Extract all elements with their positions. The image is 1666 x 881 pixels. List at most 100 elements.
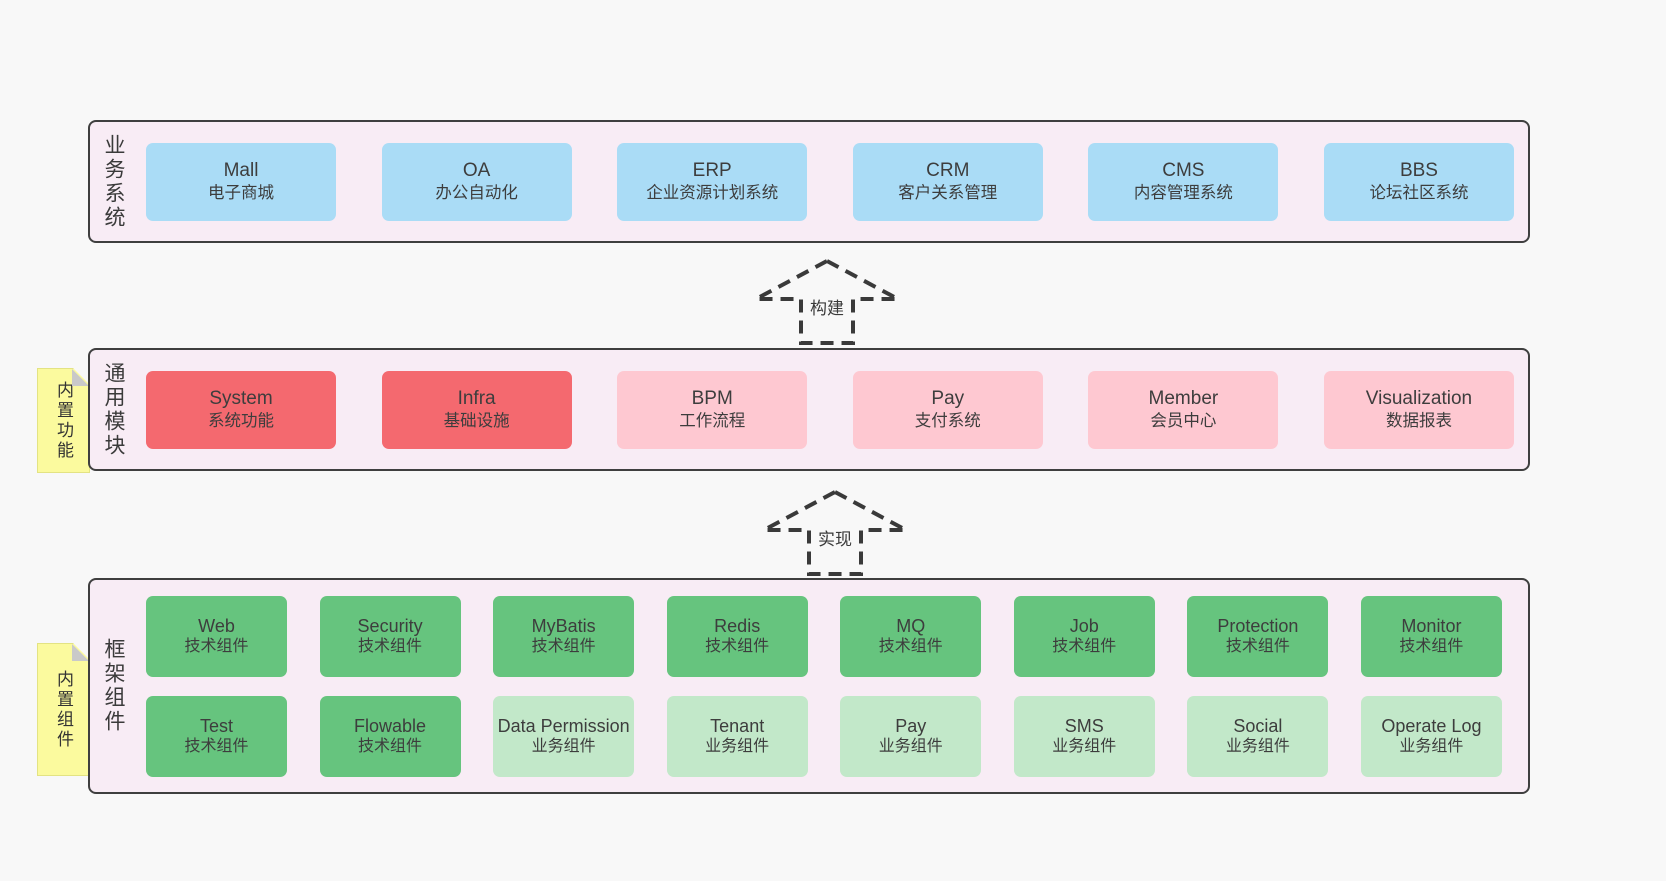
box-subtitle: 论坛社区系统 <box>1369 184 1469 203</box>
box-data-permission: Data Permission 业务组件 <box>493 695 635 777</box>
box-sms: SMS 业务组件 <box>1013 695 1155 777</box>
arrow-implement: 实现 <box>760 488 910 578</box>
box-subtitle: 业务组件 <box>1225 738 1290 756</box>
box-oa: OA 办公自动化 <box>381 142 572 221</box>
box-cms: CMS 内容管理系统 <box>1088 142 1279 221</box>
box-title: ERP <box>692 160 732 182</box>
arrow-implement-label: 实现 <box>813 524 857 551</box>
box-mq: MQ 技术组件 <box>840 595 982 677</box>
box-title: Pay <box>931 388 965 410</box>
box-subtitle: 内容管理系统 <box>1133 184 1233 203</box>
box-title: Infra <box>457 388 496 410</box>
box-security: Security 技术组件 <box>319 595 461 677</box>
box-subtitle: 客户关系管理 <box>898 184 998 203</box>
box-subtitle: 企业资源计划系统 <box>646 184 779 203</box>
component-row-2: Test 技术组件 Flowable 技术组件 Data Permission … <box>146 695 1502 777</box>
box-title: Web <box>198 615 235 636</box>
dashed-up-arrow-icon <box>763 489 907 576</box>
box-subtitle: 技术组件 <box>878 638 943 656</box>
box-crm: CRM 客户关系管理 <box>852 142 1043 221</box>
box-title: Test <box>199 715 233 736</box>
box-subtitle: 电子商城 <box>208 184 274 203</box>
box-subtitle: 技术组件 <box>358 638 423 656</box>
box-title: Social <box>1233 715 1283 736</box>
box-monitor: Monitor 技术组件 <box>1360 595 1502 677</box>
box-web: Web 技术组件 <box>146 595 287 677</box>
band-label-business-systems: 业务系统 <box>102 133 125 230</box>
box-title: SMS <box>1064 715 1104 736</box>
box-subtitle: 业务组件 <box>705 738 770 756</box>
box-job: Job 技术组件 <box>1013 595 1155 677</box>
box-subtitle: 业务组件 <box>1399 738 1464 756</box>
dashed-up-arrow-icon <box>755 258 899 345</box>
box-pay-module: Pay 支付系统 <box>852 370 1043 449</box>
box-flowable: Flowable 技术组件 <box>319 695 461 777</box>
box-subtitle: 技术组件 <box>358 738 423 756</box>
folded-corner-icon <box>72 644 89 661</box>
box-title: CMS <box>1162 160 1205 182</box>
box-member: Member 会员中心 <box>1088 370 1279 449</box>
module-boxes: System 系统功能 Infra 基础设施 BPM 工作流程 Pay 支付系统… <box>136 350 1528 469</box>
box-subtitle: 工作流程 <box>679 412 746 431</box>
box-title: CRM <box>926 160 970 182</box>
business-boxes: Mall 电子商城 OA 办公自动化 ERP 企业资源计划系统 CRM 客户关系… <box>136 122 1528 241</box>
box-subtitle: 业务组件 <box>531 738 596 756</box>
box-title: Flowable <box>354 715 427 736</box>
box-title: Data Permission <box>497 715 630 736</box>
box-title: Member <box>1148 388 1219 410</box>
box-title: MQ <box>896 615 926 636</box>
sticky-label-builtin-features: 内置功能 <box>54 380 73 461</box>
box-protection: Protection 技术组件 <box>1187 595 1329 677</box>
band-label-common-modules: 通用模块 <box>102 361 125 458</box>
box-subtitle: 技术组件 <box>705 638 770 656</box>
box-subtitle: 技术组件 <box>1225 638 1290 656</box>
box-infra: Infra 基础设施 <box>381 370 572 449</box>
box-title: Pay <box>895 715 927 736</box>
sticky-label-builtin-components: 内置组件 <box>54 669 73 750</box>
box-subtitle: 技术组件 <box>184 738 249 756</box>
box-title: Tenant <box>710 715 765 736</box>
component-rows: Web 技术组件 Security 技术组件 MyBatis 技术组件 Redi… <box>136 580 1528 792</box>
box-erp: ERP 企业资源计划系统 <box>617 142 808 221</box>
box-mybatis: MyBatis 技术组件 <box>493 595 635 677</box>
component-row-1: Web 技术组件 Security 技术组件 MyBatis 技术组件 Redi… <box>146 595 1502 677</box>
box-subtitle: 会员中心 <box>1150 412 1217 431</box>
box-system: System 系统功能 <box>146 370 336 449</box>
box-subtitle: 业务组件 <box>878 738 943 756</box>
box-subtitle: 支付系统 <box>914 412 981 431</box>
box-title: MyBatis <box>531 615 596 636</box>
box-title: Redis <box>714 615 761 636</box>
sticky-note-builtin-components: 内置组件 <box>37 643 90 776</box>
box-subtitle: 数据报表 <box>1385 412 1452 431</box>
box-redis: Redis 技术组件 <box>666 595 808 677</box>
box-bbs: BBS 论坛社区系统 <box>1323 142 1514 221</box>
box-title: OA <box>462 160 491 182</box>
box-subtitle: 业务组件 <box>1052 738 1117 756</box>
box-title: Job <box>1069 615 1099 636</box>
sticky-note-builtin-features: 内置功能 <box>37 368 90 473</box>
box-social: Social 业务组件 <box>1187 695 1329 777</box>
arrow-build: 构建 <box>752 257 902 347</box>
box-title: BBS <box>1399 160 1438 182</box>
box-subtitle: 技术组件 <box>1052 638 1117 656</box>
box-title: Operate Log <box>1381 715 1482 736</box>
box-title: BPM <box>691 388 733 410</box>
box-subtitle: 办公自动化 <box>435 184 518 203</box>
box-subtitle: 基础设施 <box>443 412 510 431</box>
box-title: Monitor <box>1401 615 1462 636</box>
box-mall: Mall 电子商城 <box>146 142 336 221</box>
box-test: Test 技术组件 <box>146 695 287 777</box>
band-business-systems: 业务系统 Mall 电子商城 OA 办公自动化 ERP 企业资源计划系统 CRM… <box>88 120 1530 243</box>
band-framework-components: 框架组件 Web 技术组件 Security 技术组件 MyBatis 技术组件… <box>88 578 1530 794</box>
band-common-modules: 通用模块 System 系统功能 Infra 基础设施 BPM 工作流程 Pay… <box>88 348 1530 471</box>
box-tenant: Tenant 业务组件 <box>666 695 808 777</box>
box-subtitle: 技术组件 <box>1399 638 1464 656</box>
box-operate-log: Operate Log 业务组件 <box>1360 695 1502 777</box>
box-bpm: BPM 工作流程 <box>617 370 808 449</box>
box-visualization: Visualization 数据报表 <box>1323 370 1514 449</box>
box-title: Visualization <box>1365 388 1473 410</box>
box-subtitle: 系统功能 <box>208 412 274 431</box>
box-subtitle: 技术组件 <box>531 638 596 656</box>
box-pay-component: Pay 业务组件 <box>840 695 982 777</box>
